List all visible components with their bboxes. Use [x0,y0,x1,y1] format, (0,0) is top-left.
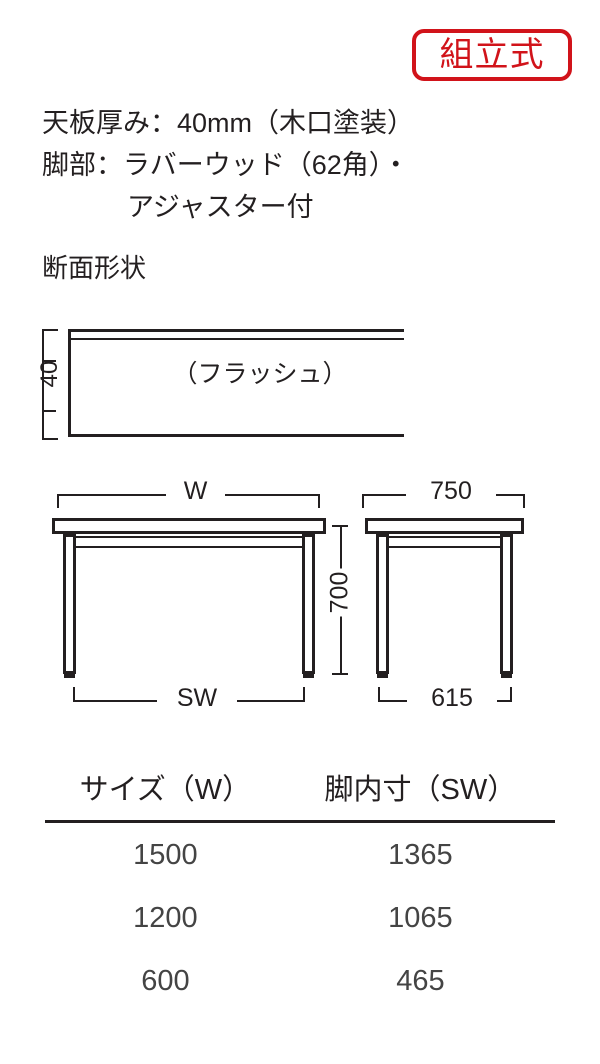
side-leg-left [376,534,389,674]
cross-section-edge-band-line [71,338,404,340]
side-depth-dimension-label: 750 [406,479,496,504]
side-inner-depth-dimension-label: 615 [407,686,497,711]
size-cell-width: 1500 [133,839,198,871]
front-width-dimension-label: W [166,479,225,504]
front-apron-rail [66,536,312,548]
front-inner-width-tick-left [73,687,75,701]
thickness-dimension-bracket [42,329,58,440]
thickness-dimension-tick-bottom [44,410,56,412]
side-height-tick-top [332,525,348,527]
cross-section-diagram: 40 （フラッシュ） [0,300,600,465]
size-table-body: 1500 1365 1200 1065 600 465 [45,822,555,1013]
front-adjuster-foot-left [64,673,75,678]
size-table-header-row: サイズ（W） 脚内寸（SW） [45,760,555,823]
size-cell-inner-width: 1065 [388,902,453,934]
size-table-header-inner-width: 脚内寸（SW） [285,760,555,823]
specification-text-block: 天板厚み：40mm（木口塗装） 脚部：ラバーウッド（62角）・ アジャスター付 [42,102,512,228]
side-height-tick-bottom [332,673,348,675]
front-adjuster-foot-right [303,673,314,678]
size-cell-inner-width: 1365 [388,839,453,871]
front-width-tick-left [57,494,59,508]
thickness-dimension-tick-top [44,360,56,362]
spec-line-tabletop-thickness: 天板厚み：40mm（木口塗装） [42,108,415,138]
size-table-head: サイズ（W） 脚内寸（SW） [45,760,555,823]
front-width-tick-right [318,494,320,508]
front-leg-left [63,534,76,674]
side-inner-depth-tick-left [378,687,380,701]
side-tabletop [365,518,524,534]
side-adjuster-foot-left [377,673,388,678]
side-depth-tick-left [362,494,364,508]
size-table-header-width: サイズ（W） [45,760,286,823]
front-inner-width-tick-right [303,687,305,701]
size-table: サイズ（W） 脚内寸（SW） 1500 1365 1200 1065 600 4… [45,760,555,1012]
side-inner-depth-tick-right [510,687,512,701]
cross-section-construction-label: （フラッシュ） [172,360,348,388]
side-depth-tick-right [523,494,525,508]
front-tabletop [52,518,326,534]
front-leg-right [302,534,315,674]
assembly-type-badge-label: 組立式 [439,36,545,74]
front-inner-width-dimension-label: SW [157,686,237,711]
thickness-dimension-value: 40 [36,360,63,388]
side-apron-rail [379,536,510,548]
spec-line-leg-adjuster: アジャスター付 [127,192,314,222]
side-height-dimension-label: 700 [326,568,354,617]
side-adjuster-foot-right [501,673,512,678]
size-cell-inner-width: 465 [396,965,445,997]
cross-section-panel-outline [68,329,404,437]
side-leg-right [500,534,513,674]
spec-line-leg-material: 脚部：ラバーウッド（62角）・ [42,150,410,180]
cross-section-heading: 断面形状 [42,253,147,283]
table-row: 600 465 [45,949,555,1012]
elevation-diagrams: W SW 750 700 615 [0,470,600,720]
table-row: 1500 1365 [45,822,555,887]
assembly-type-badge: 組立式 [412,29,572,81]
size-table-element: サイズ（W） 脚内寸（SW） 1500 1365 1200 1065 600 4… [45,760,555,1012]
table-row: 1200 1065 [45,886,555,949]
size-cell-width: 600 [141,965,190,997]
size-cell-width: 1200 [133,902,198,934]
